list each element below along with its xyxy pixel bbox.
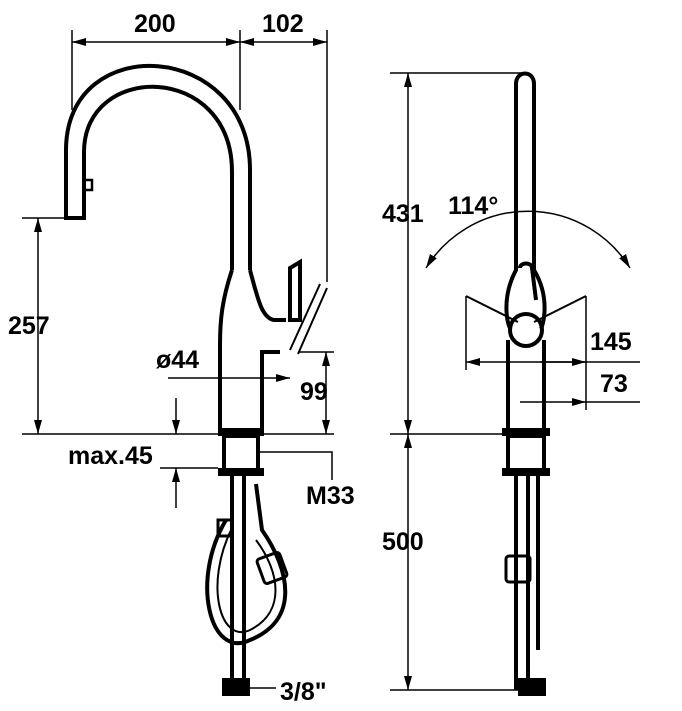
dim-body-diameter: ø44	[156, 346, 199, 374]
dim-lever-height: 99	[300, 378, 328, 406]
dim-spout-reach: 200	[134, 10, 176, 38]
dim-max-deck: max.45	[68, 442, 153, 470]
side-lever-hub	[508, 312, 544, 348]
dim-thread: M33	[306, 482, 355, 510]
dim-hose-length: 500	[382, 528, 424, 556]
side-hose-weight	[504, 554, 532, 584]
lever-handle	[288, 258, 302, 322]
body-left-edge	[218, 269, 234, 428]
side-mounting-nut	[502, 468, 550, 476]
pullout-hose-loop	[205, 483, 288, 645]
hose-weight	[255, 551, 289, 585]
side-mounting-ring	[502, 428, 550, 436]
supply-hose-left	[230, 476, 246, 690]
side-view: 114° 431 500 145 73	[382, 71, 640, 696]
hose-clip	[216, 518, 234, 538]
spout-inner	[82, 84, 234, 270]
side-mounting-shank	[506, 434, 546, 474]
mounting-nut	[218, 468, 264, 476]
lever-range-left	[465, 295, 519, 323]
dim-spout-height: 257	[8, 312, 50, 340]
lever-diagonal	[289, 283, 328, 355]
connector-nut	[222, 678, 250, 696]
lever-range-right	[533, 295, 587, 323]
front-view: 200 102 257 ø44 99 max.45 M33 3/8"	[8, 10, 355, 706]
spray-button	[82, 178, 94, 192]
side-connector-nut	[518, 678, 546, 696]
dim-lever-reach: 102	[262, 10, 304, 38]
dim-connection: 3/8"	[280, 678, 327, 706]
mounting-ring	[218, 428, 264, 436]
dim-side-offset: 73	[600, 370, 628, 398]
side-spout	[514, 71, 536, 220]
dim-lever-width: 145	[590, 328, 632, 356]
dim-total-height: 431	[382, 200, 424, 228]
leader-m33	[258, 451, 333, 480]
pullout-hose-loop-inner	[216, 527, 277, 633]
spout-outer	[64, 63, 252, 270]
angle-arc	[425, 210, 631, 269]
dim-lever-angle: 114°	[448, 192, 498, 220]
side-body	[506, 340, 546, 428]
body-right-edge	[248, 269, 286, 428]
